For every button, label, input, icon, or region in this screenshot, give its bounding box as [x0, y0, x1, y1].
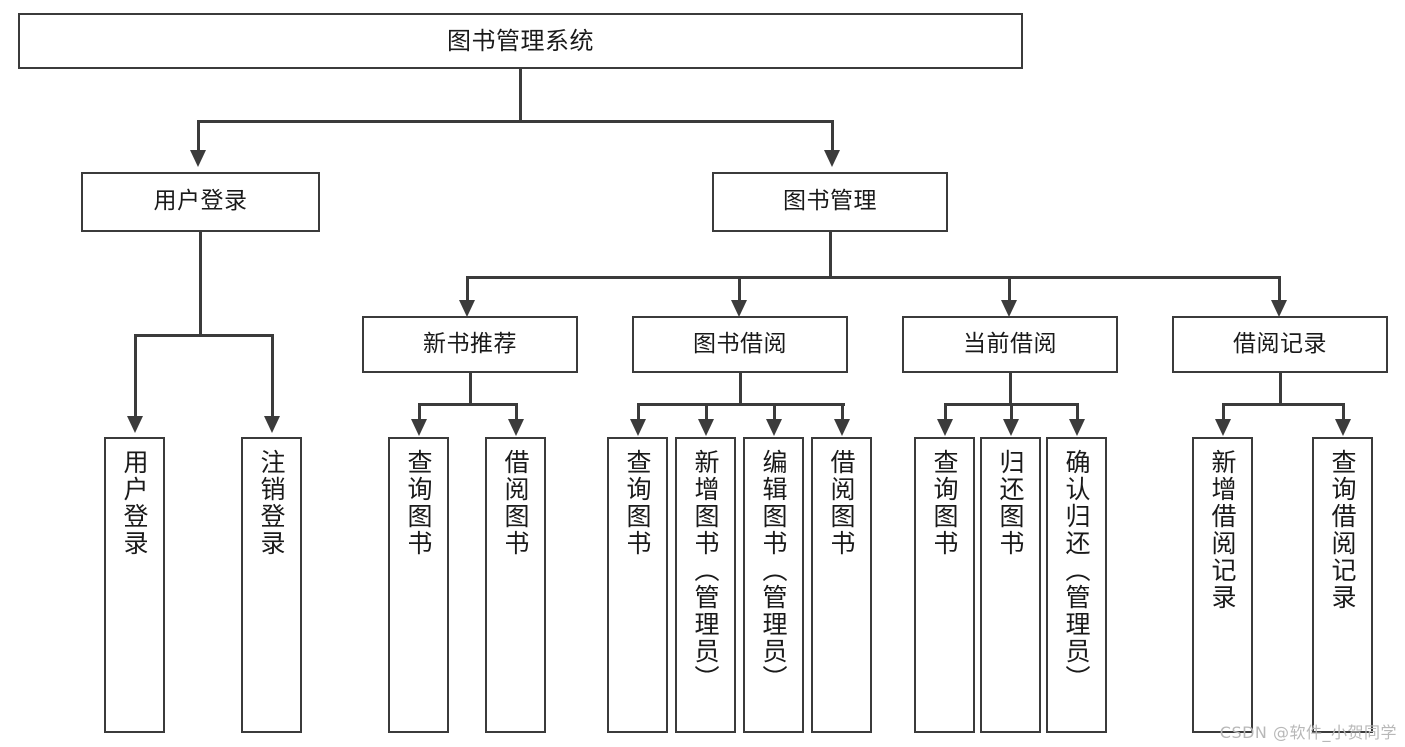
edge-bm-to-current-borrow: [1008, 276, 1011, 302]
edge-current-borrow-to-leaf-2: [1010, 403, 1013, 421]
edge-book-management-bus: [466, 276, 1280, 279]
edge-borrow-record-to-leaf-1: [1222, 403, 1225, 421]
leaf-current-borrow-query-book[interactable]: 查询图书: [914, 437, 975, 733]
node-book-management[interactable]: 图书管理: [712, 172, 948, 232]
edge-user-login-to-leaf-2: [271, 334, 274, 418]
leaf-book-borrow-edit-book-admin[interactable]: 编辑图书（管理员）: [743, 437, 804, 733]
node-new-book-recommend[interactable]: 新书推荐: [362, 316, 578, 373]
edge-bm-to-book-borrow: [738, 276, 741, 302]
leaf-new-book-query-book[interactable]: 查询图书: [388, 437, 449, 733]
arrow-icon-bm-current-borrow: [1001, 300, 1017, 317]
node-label: 借阅记录: [1233, 330, 1327, 357]
leaf-book-borrow-borrow-book[interactable]: 借阅图书: [811, 437, 872, 733]
arrow-icon-bm-new-book: [459, 300, 475, 317]
edge-current-borrow-stem: [1009, 373, 1012, 405]
arrow-icon-current-borrow-leaf-3: [1069, 419, 1085, 436]
leaf-book-borrow-add-book-admin[interactable]: 新增图书（管理员）: [675, 437, 736, 733]
edge-root-to-book-management: [831, 120, 834, 152]
node-label: 查询借阅记录: [1328, 449, 1357, 611]
edge-bm-to-new-book: [466, 276, 469, 302]
node-label: 确认归还（管理员）: [1062, 449, 1091, 692]
edge-book-borrow-to-leaf-3: [773, 403, 776, 421]
edge-new-book-stem: [469, 373, 472, 405]
leaf-user-login-user-login[interactable]: 用户登录: [104, 437, 165, 733]
node-borrow-record[interactable]: 借阅记录: [1172, 316, 1388, 373]
arrow-icon-new-book-leaf-1: [411, 419, 427, 436]
node-user-login[interactable]: 用户登录: [81, 172, 320, 232]
edge-new-book-bus: [418, 403, 517, 406]
node-label: 图书管理系统: [447, 26, 594, 55]
leaf-book-borrow-query-book[interactable]: 查询图书: [607, 437, 668, 733]
arrow-icon-root-to-book-management: [824, 150, 840, 167]
edge-user-login-to-leaf-1: [134, 334, 137, 418]
leaf-user-login-logout[interactable]: 注销登录: [241, 437, 302, 733]
node-label: 图书借阅: [693, 330, 787, 357]
node-label: 借阅图书: [501, 449, 530, 557]
leaf-current-borrow-return-book[interactable]: 归还图书: [980, 437, 1041, 733]
arrow-icon-borrow-record-leaf-1: [1215, 419, 1231, 436]
node-label: 编辑图书（管理员）: [759, 449, 788, 692]
arrow-icon-user-login-leaf-1: [127, 416, 143, 433]
edge-book-borrow-to-leaf-2: [705, 403, 708, 421]
edge-book-borrow-to-leaf-4: [841, 403, 844, 421]
node-label: 查询图书: [623, 449, 652, 557]
arrow-icon-root-to-user-login: [190, 150, 206, 167]
edge-book-management-stem: [829, 232, 832, 278]
leaf-current-borrow-confirm-return-admin[interactable]: 确认归还（管理员）: [1046, 437, 1107, 733]
arrow-icon-book-borrow-leaf-3: [766, 419, 782, 436]
edge-current-borrow-to-leaf-3: [1076, 403, 1079, 421]
edge-borrow-record-bus: [1222, 403, 1344, 406]
edge-borrow-record-stem: [1279, 373, 1282, 405]
arrow-icon-bm-borrow-record: [1271, 300, 1287, 317]
leaf-new-book-borrow-book[interactable]: 借阅图书: [485, 437, 546, 733]
edge-borrow-record-to-leaf-2: [1342, 403, 1345, 421]
arrow-icon-bm-book-borrow: [731, 300, 747, 317]
arrow-icon-current-borrow-leaf-2: [1003, 419, 1019, 436]
edge-root-to-user-login: [197, 120, 200, 152]
node-label: 新书推荐: [423, 330, 517, 357]
node-root-library-management-system[interactable]: 图书管理系统: [18, 13, 1023, 69]
edge-book-borrow-stem: [739, 373, 742, 405]
leaf-borrow-record-add-record[interactable]: 新增借阅记录: [1192, 437, 1253, 733]
node-label: 新增借阅记录: [1208, 449, 1237, 611]
edge-current-borrow-to-leaf-1: [944, 403, 947, 421]
node-label: 借阅图书: [827, 449, 856, 557]
edge-root-bus: [197, 120, 834, 123]
edge-root-stem: [519, 69, 522, 122]
node-label: 新增图书（管理员）: [691, 449, 720, 692]
arrow-icon-new-book-leaf-2: [508, 419, 524, 436]
edge-book-borrow-bus: [637, 403, 845, 406]
node-label: 用户登录: [153, 188, 248, 215]
node-label: 用户登录: [120, 449, 149, 557]
node-label: 归还图书: [996, 449, 1025, 557]
edge-new-book-to-leaf-1: [418, 403, 421, 421]
node-label: 当前借阅: [963, 330, 1057, 357]
arrow-icon-user-login-leaf-2: [264, 416, 280, 433]
arrow-icon-book-borrow-leaf-4: [834, 419, 850, 436]
node-label: 图书管理: [783, 188, 877, 215]
node-label: 注销登录: [257, 449, 286, 557]
leaf-borrow-record-query-record[interactable]: 查询借阅记录: [1312, 437, 1373, 733]
edge-user-login-stem: [199, 232, 202, 336]
edge-new-book-to-leaf-2: [515, 403, 518, 421]
edge-user-login-bus: [134, 334, 273, 337]
arrow-icon-borrow-record-leaf-2: [1335, 419, 1351, 436]
edge-book-borrow-to-leaf-1: [637, 403, 640, 421]
arrow-icon-current-borrow-leaf-1: [937, 419, 953, 436]
node-label: 查询图书: [930, 449, 959, 557]
arrow-icon-book-borrow-leaf-1: [630, 419, 646, 436]
node-book-borrow[interactable]: 图书借阅: [632, 316, 848, 373]
edge-bm-to-borrow-record: [1278, 276, 1281, 302]
arrow-icon-book-borrow-leaf-2: [698, 419, 714, 436]
watermark-text: CSDN @软件_小贺同学: [1219, 723, 1397, 742]
node-current-borrow[interactable]: 当前借阅: [902, 316, 1118, 373]
node-label: 查询图书: [404, 449, 433, 557]
